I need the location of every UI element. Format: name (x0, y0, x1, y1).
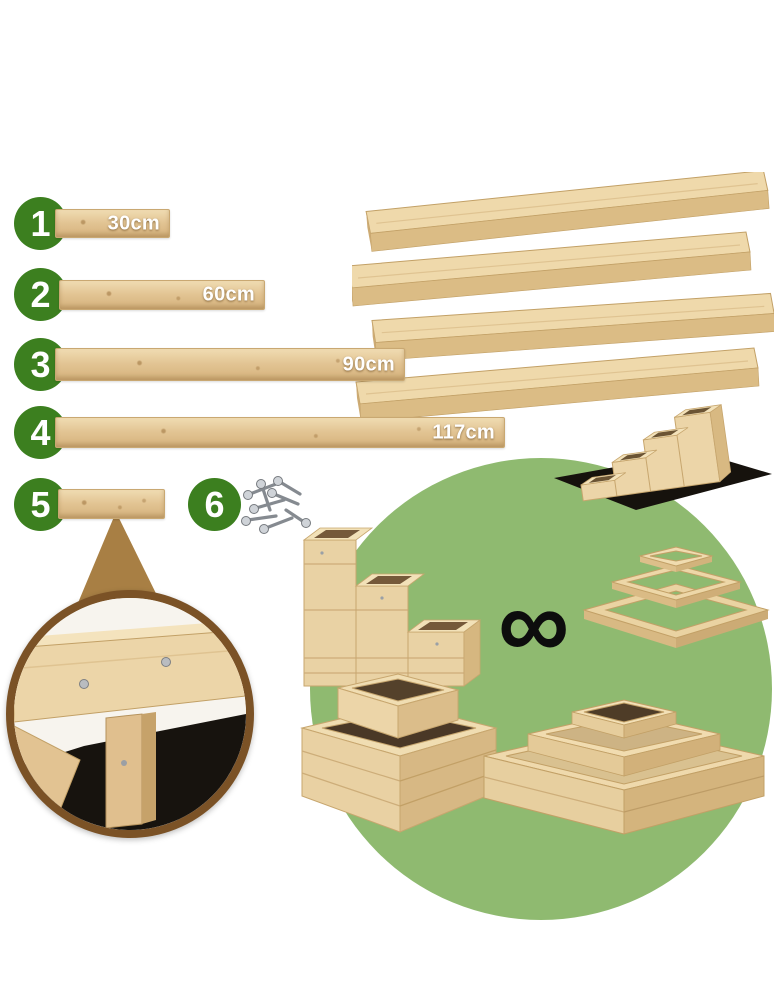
plank-short (58, 489, 165, 519)
part-5-number: 5 (30, 483, 51, 525)
pyramid-frame-planter (582, 546, 770, 648)
part-1-number: 1 (30, 202, 51, 244)
plank-90cm-label: 90cm (342, 353, 395, 375)
three-tier-pyramid-planter (483, 699, 765, 835)
assembly-detail-photo (14, 598, 246, 830)
part-2-badge: 2 (14, 268, 67, 321)
part-6-badge: 6 (188, 478, 241, 531)
part-2-number: 2 (30, 273, 51, 315)
assembly-detail-magnifier (6, 590, 254, 838)
part-6-number: 6 (204, 483, 225, 525)
plank-117cm: 117cm (55, 417, 505, 448)
plank-60cm: 60cm (59, 280, 265, 310)
part-3-number: 3 (30, 343, 51, 385)
vertical-post (105, 712, 156, 829)
plank-30cm-label: 30cm (107, 212, 160, 234)
screws-icon (241, 476, 311, 534)
upper-tier-box (336, 673, 460, 739)
horizontal-plank (14, 620, 246, 723)
two-tier-box-planter (300, 673, 498, 833)
plank-30cm: 30cm (55, 209, 170, 238)
stair-planter-on-mat (554, 403, 772, 510)
plank-90cm: 90cm (55, 348, 405, 381)
part-4-number: 4 (30, 411, 51, 453)
plank-117cm-label: 117cm (432, 421, 495, 443)
stair-planter-large (302, 527, 482, 687)
plank-60cm-label: 60cm (202, 283, 255, 306)
infinity-icon: ∞ (498, 568, 570, 680)
